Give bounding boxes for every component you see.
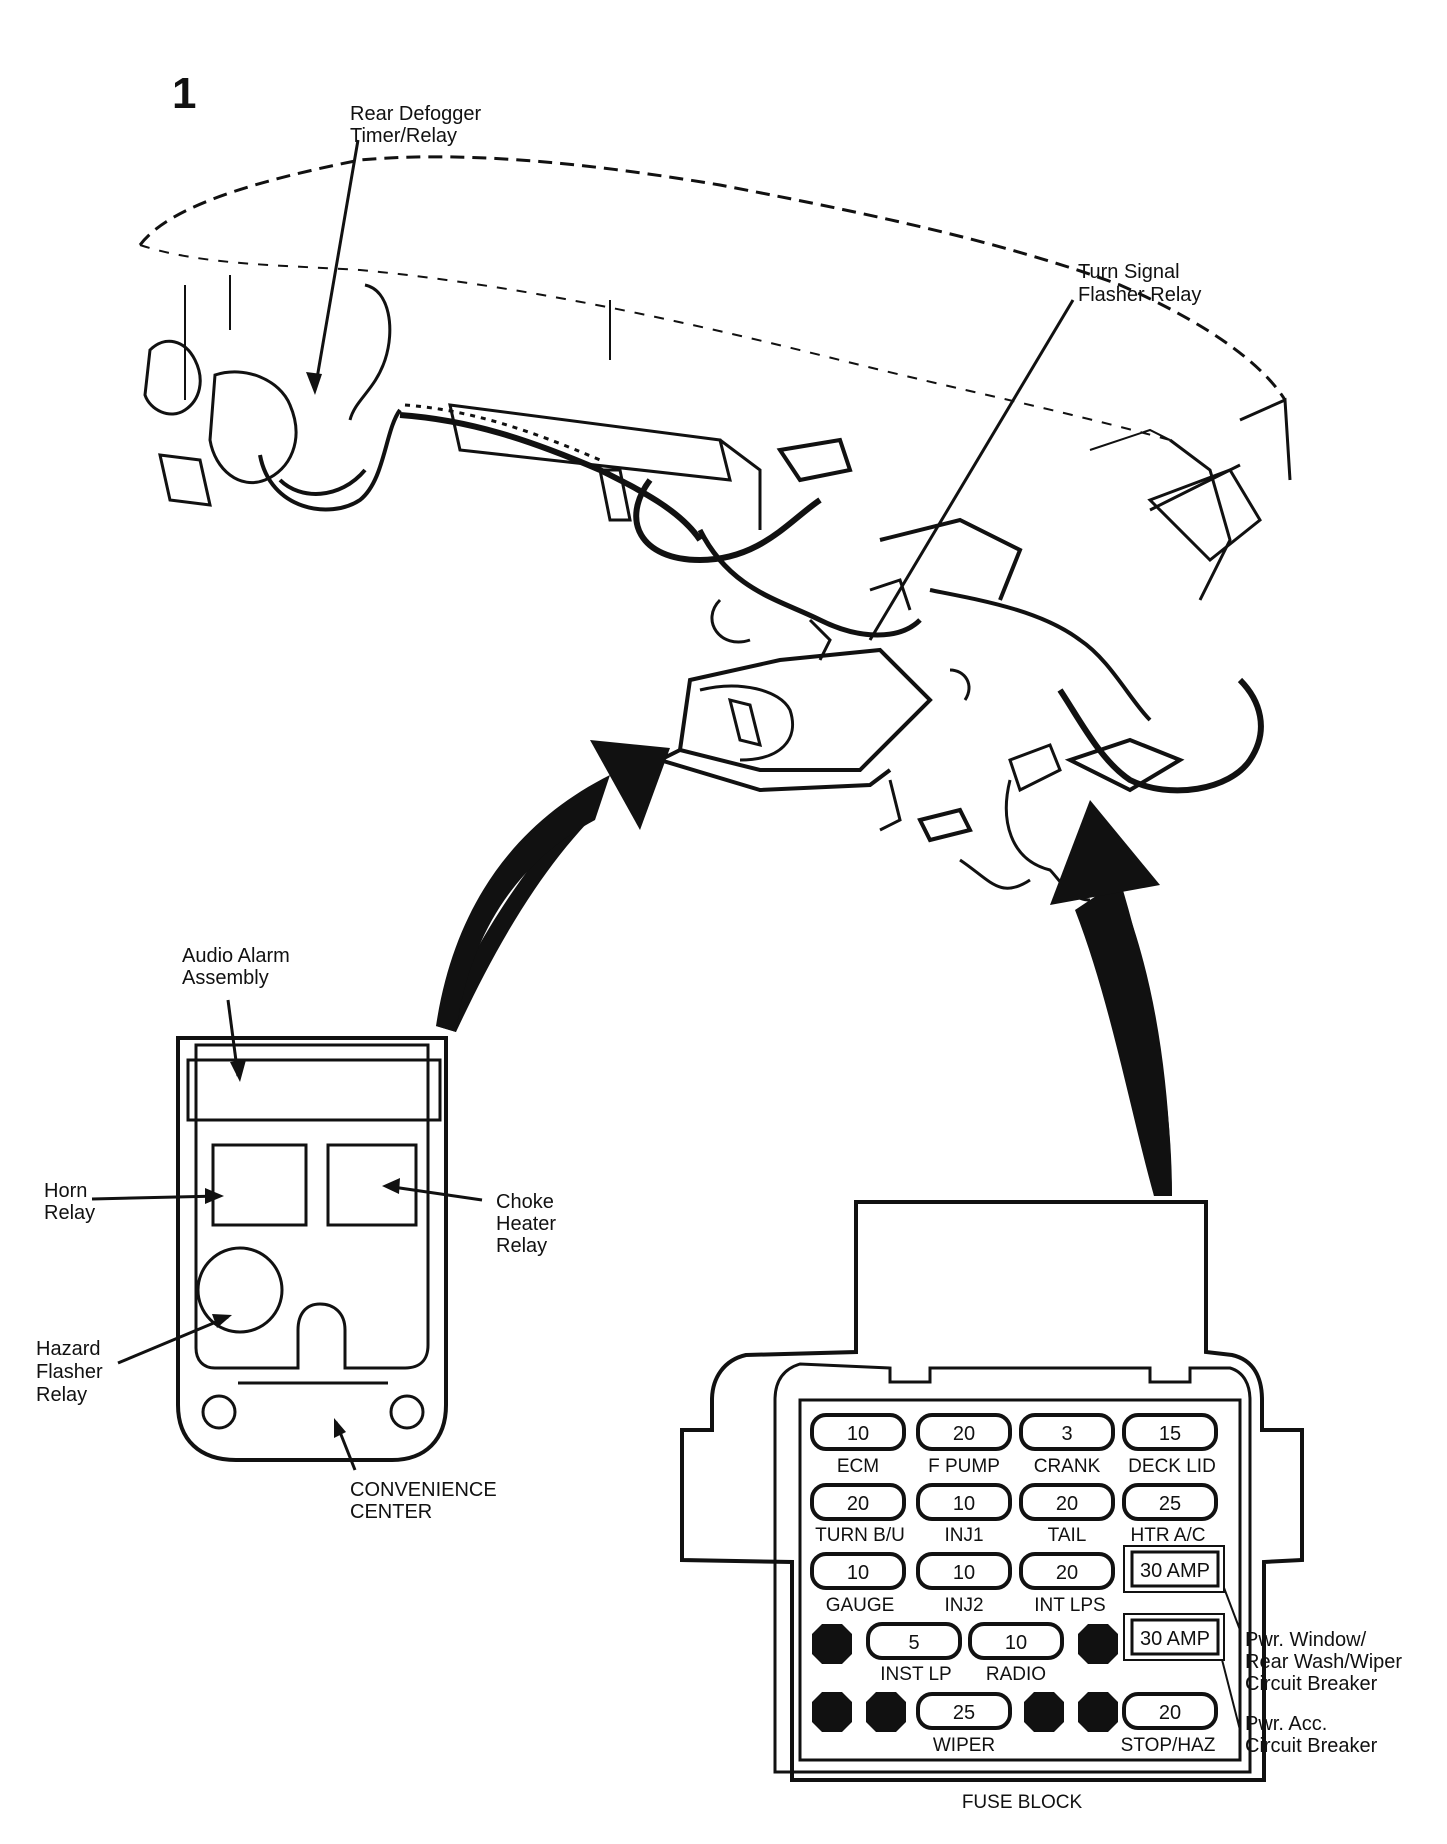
- fuse-htr-ac-label: HTR A/C: [1131, 1525, 1206, 1546]
- fuse-deck-lid: [1122, 1413, 1218, 1451]
- fuse-deck-lid-value: 15: [1159, 1423, 1181, 1445]
- choke-heater-label-3: Relay: [496, 1235, 547, 1257]
- fuse-block: 10 ECM 20 F PUMP 3 CRANK 15 DECK LID 20 …: [680, 1200, 1304, 1813]
- breaker-pwr-window: [1130, 1550, 1220, 1588]
- fuse-wiper-value: 25: [953, 1702, 975, 1724]
- choke-heater-label-2: Heater: [496, 1213, 556, 1235]
- fuse-int-lps: [1019, 1552, 1115, 1590]
- fuse-radio-value: 10: [1005, 1632, 1027, 1654]
- fuse-ecm-label: ECM: [837, 1456, 879, 1477]
- fuse-inj1-value: 10: [953, 1493, 975, 1515]
- horn-relay-label-1: Horn: [44, 1180, 87, 1202]
- fuse-f-pump-label: F PUMP: [928, 1456, 1000, 1477]
- breaker-pwr-acc-value: 30 AMP: [1140, 1628, 1210, 1650]
- fuse-crank-label: CRANK: [1034, 1456, 1101, 1477]
- fuse-tail-value: 20: [1056, 1493, 1078, 1515]
- fuse-socket-empty: [812, 1624, 852, 1664]
- fuse-socket-empty: [866, 1692, 906, 1732]
- fuse-inj1-label: INJ1: [944, 1525, 983, 1546]
- fuse-turn-bu: [810, 1483, 906, 1521]
- fuse-socket-empty: [812, 1692, 852, 1732]
- fuse-inj1: [916, 1483, 1012, 1521]
- fuse-crank-value: 3: [1061, 1423, 1072, 1445]
- hazard-flasher-relay: [196, 1246, 284, 1334]
- fuse-f-pump-value: 20: [953, 1423, 975, 1445]
- fuse-htr-ac: [1122, 1483, 1218, 1521]
- fuse-f-pump: [916, 1413, 1012, 1451]
- arrow-to-fuse-block: [1050, 800, 1172, 1196]
- fuse-wiper-label: WIPER: [933, 1735, 995, 1756]
- audio-alarm-assembly: [186, 1058, 442, 1122]
- turn-signal-label-1: Turn Signal: [1078, 261, 1180, 283]
- fuse-crank: [1019, 1413, 1115, 1451]
- rear-defogger-label-2: Timer/Relay: [350, 125, 457, 147]
- breaker-pwr-window-value: 30 AMP: [1140, 1560, 1210, 1582]
- pwr-acc-cb-label-1: Pwr. Acc.: [1245, 1713, 1327, 1735]
- fuse-inj2-label: INJ2: [944, 1595, 983, 1616]
- choke-heater-label-1: Choke: [496, 1191, 554, 1213]
- fuse-int-lps-label: INT LPS: [1034, 1595, 1105, 1616]
- choke-heater-relay: [326, 1143, 418, 1227]
- fuse-row-2: 20 TURN B/U 10 INJ1 20 TAIL 25 HTR A/C: [810, 1483, 1218, 1546]
- fuse-stop-haz-label: STOP/HAZ: [1121, 1735, 1216, 1756]
- hazard-flasher-label-1: Hazard: [36, 1338, 100, 1360]
- fuse-block-title: FUSE BLOCK: [962, 1792, 1083, 1813]
- pwr-window-cb-label-2: Rear Wash/Wiper: [1245, 1651, 1402, 1673]
- pwr-window-cb-label-1: Pwr. Window/: [1245, 1629, 1367, 1651]
- fuse-gauge-value: 10: [847, 1562, 869, 1584]
- fuse-row-1: 10 ECM 20 F PUMP 3 CRANK 15 DECK LID: [810, 1413, 1218, 1477]
- fuse-row-4: 5 INST LP 10 RADIO 30 AMP: [812, 1613, 1225, 1685]
- breaker-pwr-acc: [1130, 1618, 1220, 1656]
- callout-leaders: [91, 139, 1241, 1731]
- convenience-center: [176, 1036, 448, 1462]
- fuse-inj2: [916, 1552, 1012, 1590]
- fuse-wiper: [916, 1692, 1012, 1730]
- pwr-acc-cb-label-2: Circuit Breaker: [1245, 1735, 1378, 1757]
- fuse-turn-bu-label: TURN B/U: [815, 1525, 905, 1546]
- fuse-ecm: [810, 1413, 906, 1451]
- fuse-stop-haz-value: 20: [1159, 1702, 1181, 1724]
- fuse-row-5: 25 WIPER 20 STOP/HAZ: [812, 1692, 1218, 1756]
- fuse-inj2-value: 10: [953, 1562, 975, 1584]
- dashboard-line-drawing: [138, 155, 1292, 902]
- hazard-flasher-label-3: Relay: [36, 1384, 87, 1406]
- horn-relay: [211, 1143, 308, 1227]
- fuse-inst-lp-label: INST LP: [880, 1664, 951, 1685]
- fuse-tail: [1019, 1483, 1115, 1521]
- audio-alarm-label-1: Audio Alarm: [182, 945, 290, 967]
- fuse-gauge-label: GAUGE: [826, 1595, 895, 1616]
- fuse-radio: [968, 1622, 1064, 1660]
- pwr-window-cb-label-3: Circuit Breaker: [1245, 1673, 1378, 1695]
- rear-defogger-label-1: Rear Defogger: [350, 103, 482, 125]
- fuse-inst-lp-value: 5: [908, 1632, 919, 1654]
- fuse-gauge: [810, 1552, 906, 1590]
- turn-signal-label-2: Flasher Relay: [1078, 284, 1201, 306]
- arrow-to-convenience-center: [436, 740, 670, 1032]
- fuse-socket-empty: [1078, 1624, 1118, 1664]
- fuse-int-lps-value: 20: [1056, 1562, 1078, 1584]
- fuse-radio-label: RADIO: [986, 1664, 1046, 1685]
- convenience-center-label-1: CONVENIENCE: [350, 1479, 497, 1501]
- fuse-row-3: 10 GAUGE 10 INJ2 20 INT LPS 30 AMP: [810, 1545, 1225, 1616]
- fuse-socket-empty: [1024, 1692, 1064, 1732]
- horn-relay-label-2: Relay: [44, 1202, 95, 1224]
- figure-number: 1: [172, 69, 196, 118]
- fuse-turn-bu-value: 20: [847, 1493, 869, 1515]
- fuse-htr-ac-value: 25: [1159, 1493, 1181, 1515]
- fuse-stop-haz: [1122, 1692, 1218, 1730]
- audio-alarm-label-2: Assembly: [182, 967, 269, 989]
- convenience-center-label-2: CENTER: [350, 1501, 432, 1523]
- fuse-socket-empty: [1078, 1692, 1118, 1732]
- fuse-inst-lp: [866, 1622, 962, 1660]
- hazard-flasher-label-2: Flasher: [36, 1361, 103, 1383]
- fuse-tail-label: TAIL: [1048, 1525, 1087, 1546]
- fuse-deck-lid-label: DECK LID: [1128, 1456, 1216, 1477]
- fuse-ecm-value: 10: [847, 1423, 869, 1445]
